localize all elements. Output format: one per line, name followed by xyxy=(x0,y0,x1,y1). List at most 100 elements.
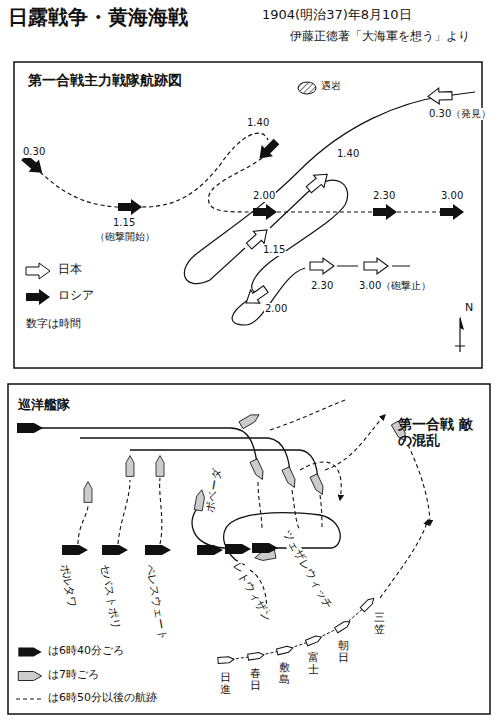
track-symbol xyxy=(373,204,397,220)
track-symbol xyxy=(360,596,376,612)
panel-frame xyxy=(8,384,490,714)
north-label: N xyxy=(465,302,473,315)
track-line xyxy=(380,520,428,598)
track-line xyxy=(270,400,345,430)
track-symbol xyxy=(440,204,464,220)
track-line xyxy=(142,133,268,207)
track-symbol xyxy=(304,168,333,196)
track-symbol xyxy=(310,258,334,274)
time-label: 2.00 xyxy=(264,303,288,315)
track-line xyxy=(40,133,463,212)
track-symbol xyxy=(156,456,164,477)
track-line xyxy=(40,428,258,470)
track-symbol xyxy=(118,199,142,215)
track-line xyxy=(118,480,130,544)
track-line xyxy=(184,92,475,325)
track-symbol xyxy=(248,652,265,660)
track-line xyxy=(78,505,88,544)
ship-name: 朝日 xyxy=(338,640,349,664)
date-note: 1904(明治37)年8月10日 xyxy=(262,8,412,23)
ship-name: 春日 xyxy=(250,668,261,692)
track-line xyxy=(78,400,430,615)
ship-name: レトウィザン xyxy=(229,560,274,625)
track-line xyxy=(277,211,463,212)
ship-name: ポルタワ xyxy=(58,562,78,609)
time-label: 1.40 xyxy=(336,148,360,160)
note: 数字は時間 xyxy=(26,318,81,331)
track-symbol xyxy=(253,204,277,220)
ship-name: 富士 xyxy=(308,652,319,676)
track-line xyxy=(16,698,44,699)
track-symbol xyxy=(364,258,388,274)
time-label: （砲撃開始） xyxy=(94,231,156,243)
track-symbol xyxy=(84,482,92,503)
track-line xyxy=(408,445,430,525)
legend-text: は6時40分ごろ xyxy=(48,645,124,658)
time-label: 0.30 xyxy=(22,146,46,158)
track-symbol xyxy=(277,645,294,655)
track-symbol xyxy=(18,648,41,657)
time-label: 1.40 xyxy=(246,117,270,129)
track-line xyxy=(160,478,162,544)
track-line xyxy=(258,482,262,530)
ship-name: セバストポリ xyxy=(98,562,122,631)
panel-title: 第一合戦主力戦隊航跡図 xyxy=(28,72,182,88)
track-symbol xyxy=(62,545,88,555)
track-line xyxy=(292,490,300,530)
time-label: 3.00（砲撃止） xyxy=(358,280,432,292)
track-symbol xyxy=(310,474,326,496)
time-label: 2.30 xyxy=(372,190,396,202)
legend-text: は7時ごろ xyxy=(48,669,99,682)
source-note: 伊藤正徳著「大海軍を想う」より xyxy=(290,30,470,43)
track-symbol xyxy=(26,289,50,305)
track-line xyxy=(460,316,464,330)
fleet-name: 巡洋艦隊 xyxy=(18,398,70,413)
track-line xyxy=(62,543,278,555)
track-symbol xyxy=(17,423,43,433)
track-symbol xyxy=(218,656,234,663)
track-line xyxy=(218,596,376,663)
track-symbol xyxy=(254,136,282,164)
ship-name: 日進 xyxy=(220,672,231,696)
track-line xyxy=(325,415,385,470)
track-line xyxy=(232,266,410,325)
ship-name: ペレスウェート xyxy=(143,562,169,642)
time-label: 1.15 xyxy=(262,244,286,256)
track-symbol xyxy=(26,263,50,279)
place-name: 遇岩 xyxy=(320,80,342,92)
ship-name: 三笠 xyxy=(374,612,385,636)
ship-name: ポベーダ xyxy=(204,467,224,514)
panel-frame xyxy=(14,62,482,368)
time-label: 2.00 xyxy=(252,190,276,202)
track-line xyxy=(208,158,262,212)
title: 日露戦争・黄海海戦 xyxy=(8,6,188,29)
track-symbol xyxy=(305,634,322,646)
ship-name: 敷島 xyxy=(279,662,290,686)
track-line xyxy=(455,346,465,347)
track-symbol xyxy=(282,467,298,489)
track-line xyxy=(320,495,322,530)
panel-title: 第一合戦 敵の混乱 xyxy=(398,416,478,448)
ship-name: ツェザレウィッチ xyxy=(279,528,335,612)
time-label: 0.30（発見） xyxy=(428,108,492,120)
track-symbol xyxy=(18,672,41,681)
track-line xyxy=(184,92,475,284)
track-symbol xyxy=(335,619,352,633)
track-symbol xyxy=(252,543,278,553)
time-label: 3.00 xyxy=(440,190,464,202)
track-symbol xyxy=(428,88,453,105)
time-label: 2.30 xyxy=(310,280,334,292)
track-line xyxy=(40,172,118,207)
legend-text: は6時50分以後の航跡 xyxy=(48,692,157,705)
track-symbol xyxy=(239,411,261,428)
legend-text: 日本 xyxy=(58,263,82,277)
legend-text: ロシア xyxy=(58,289,94,303)
track-symbol xyxy=(225,544,251,554)
track-symbol xyxy=(126,456,134,477)
track-line xyxy=(300,462,341,500)
track-symbol xyxy=(102,545,128,555)
track-symbol xyxy=(250,459,266,481)
track-line xyxy=(242,88,453,310)
track-line xyxy=(84,411,409,561)
